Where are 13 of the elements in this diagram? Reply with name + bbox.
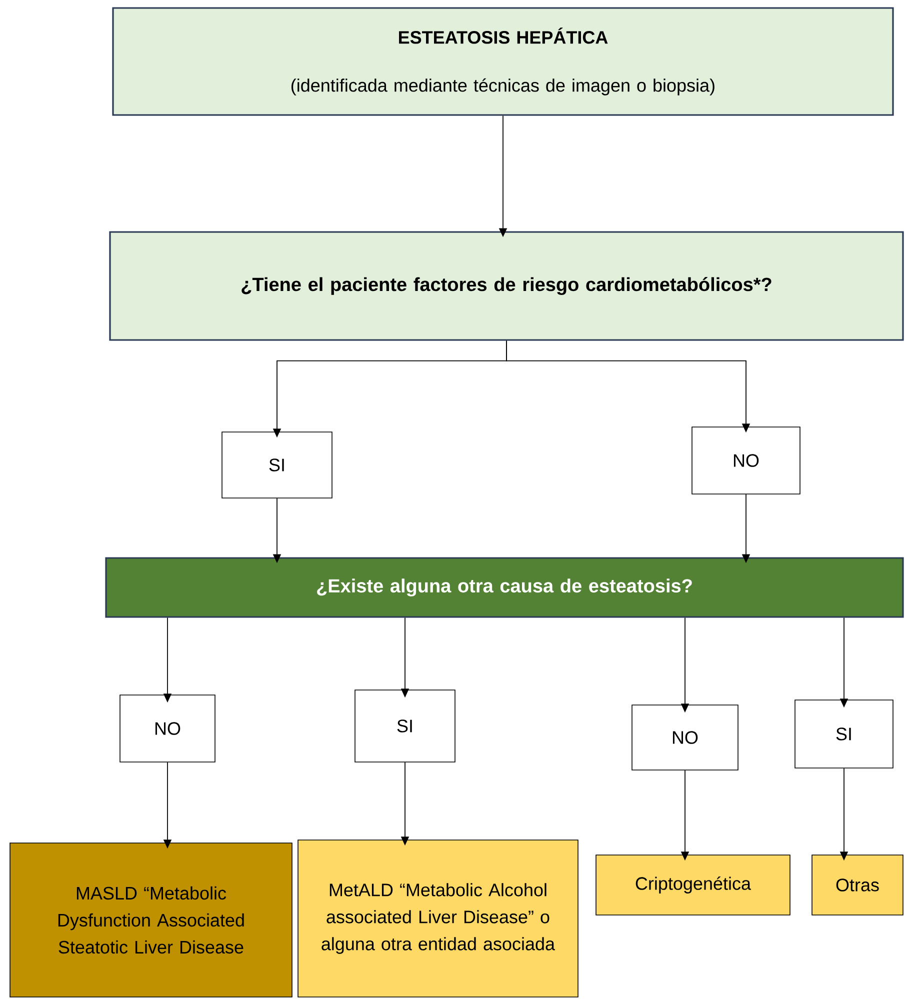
answer-box: NO [692, 426, 800, 494]
question-box: ¿Existe alguna otra causa de esteatosis? [105, 557, 904, 618]
outcome-box: Criptogenética [596, 854, 790, 916]
answer-box: SI [354, 690, 456, 762]
answer-box: SI [794, 700, 894, 768]
answer-box: NO [120, 694, 216, 762]
outcome-box: MetALD “Metabolic Alcohol associated Liver Disease” o alguna otra entidad asociada [298, 840, 578, 998]
answer-box: SI [222, 432, 332, 498]
header-box: ESTEATOSIS HEPÁTICA (identificada mediante técnicas de imagen o biopsia) [112, 7, 894, 116]
outcome-box: MASLD “Metabolic Dysfunction Associated Steatotic Liver Disease [10, 842, 292, 998]
outcome-box: Otras [812, 854, 904, 916]
answer-box: NO [632, 704, 738, 770]
question-box: ¿Tiene el paciente factores de riesgo cardiometabólicos*? [109, 231, 904, 341]
